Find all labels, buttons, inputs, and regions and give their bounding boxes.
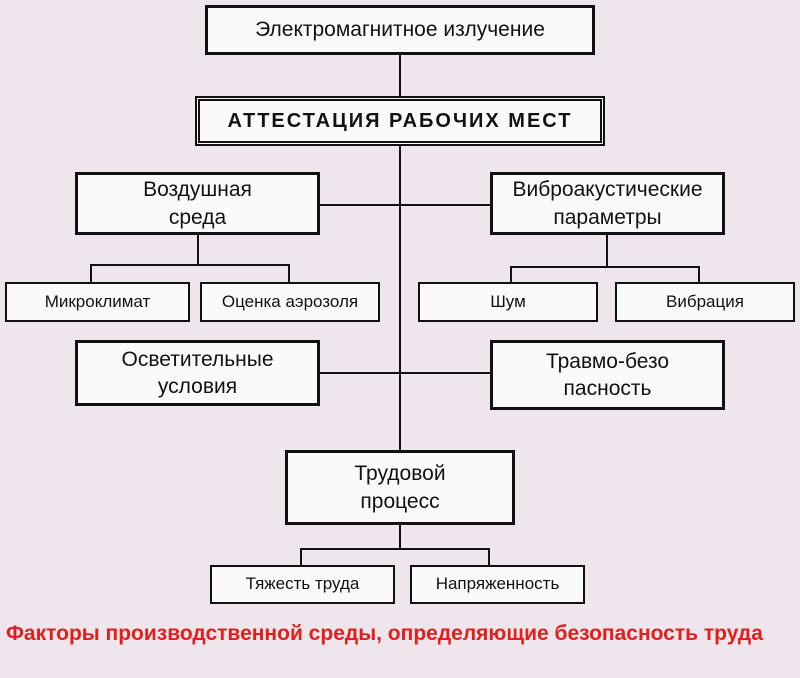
- box-labor-severity: Тяжесть труда: [210, 565, 395, 604]
- box-label: Шум: [490, 291, 526, 311]
- box-label: Оценка аэрозоля: [221, 291, 359, 311]
- connector-air-vibro: [320, 204, 490, 206]
- connector-labor-down: [399, 525, 401, 549]
- box-injury-safety: Травмо-безопасность: [490, 340, 725, 410]
- box-label: Вибрация: [666, 291, 744, 311]
- box-workplace-certification: АТТЕСТАЦИЯ РАБОЧИХ МЕСТ: [195, 96, 605, 146]
- box-electromagnetic: Электромагнитное излучение: [205, 5, 595, 55]
- connector-light-injury: [320, 372, 490, 374]
- connector-noise: [510, 266, 512, 282]
- box-label: Воздушная среда: [143, 178, 252, 229]
- connector-intensity: [488, 548, 490, 565]
- box-label: Трудовой процесс: [354, 462, 446, 513]
- box-label: Тяжесть труда: [245, 574, 360, 594]
- box-noise: Шум: [418, 282, 598, 322]
- box-label: АТТЕСТАЦИЯ РАБОЧИХ МЕСТ: [227, 110, 573, 132]
- box-labor-intensity: Напряженность: [410, 565, 585, 604]
- box-aerosol: Оценка аэрозоля: [200, 282, 380, 322]
- box-lighting: Осветительные условия: [75, 340, 320, 406]
- box-label: Микроклимат: [44, 291, 151, 311]
- box-vibroacoustic: Виброакустические параметры: [490, 172, 725, 235]
- connector-severity: [300, 548, 302, 565]
- figure-caption: Факторы производственной среды, определя…: [6, 622, 763, 645]
- connector-vibration: [698, 266, 700, 282]
- connector-vibro-down: [606, 235, 608, 267]
- box-label: Электромагнитное излучение: [255, 18, 545, 42]
- connector-aerosol: [288, 264, 290, 282]
- box-label: Напряженность: [435, 574, 560, 594]
- connector-air-children: [90, 264, 290, 266]
- box-microclimate: Микроклимат: [5, 282, 190, 322]
- box-label: Осветительные условия: [121, 347, 274, 398]
- box-labor-process: Трудовой процесс: [285, 450, 515, 525]
- connector-microclimate: [90, 264, 92, 282]
- box-label: Травмо-безопасность: [545, 349, 670, 400]
- box-label: Виброакустические параметры: [512, 178, 703, 229]
- connector-vibro-children: [510, 266, 700, 268]
- connector-trunk: [399, 55, 401, 450]
- box-vibration: Вибрация: [615, 282, 795, 322]
- connector-labor-children: [300, 548, 490, 550]
- box-air-environment: Воздушная среда: [75, 172, 320, 235]
- connector-air-down: [197, 235, 199, 265]
